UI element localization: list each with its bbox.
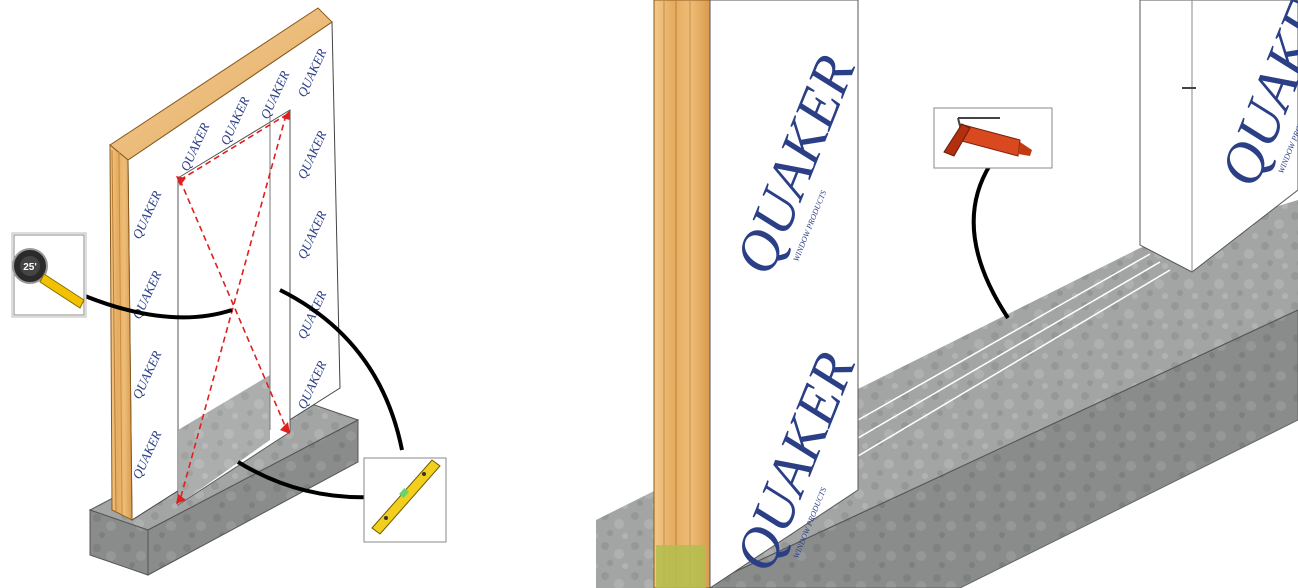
right-wall-illustration: QUAKER WINDOW PRODUCTS QUAKER WINDOW PRO… <box>596 0 1298 588</box>
svg-text:25': 25' <box>23 262 37 273</box>
left-wall-illustration: QUAKER QUAKER QUAKER QUAKER QUAKER QUAKE… <box>12 8 446 575</box>
level-callout <box>364 458 446 542</box>
tape-measure-callout: 25' <box>12 233 86 317</box>
wood-stud <box>654 0 710 588</box>
caulk-gun-callout <box>934 108 1052 168</box>
stud-left <box>110 145 132 520</box>
stud-base-tag <box>656 545 706 588</box>
